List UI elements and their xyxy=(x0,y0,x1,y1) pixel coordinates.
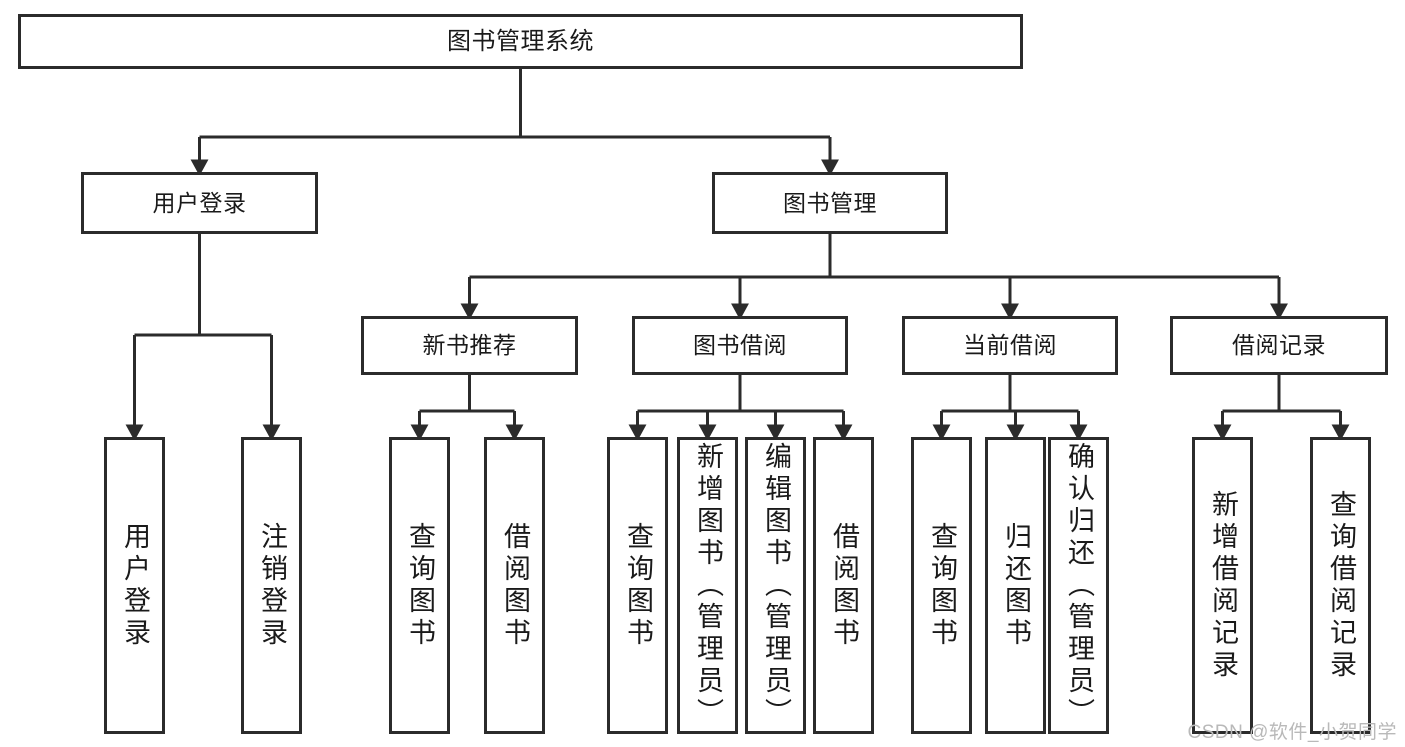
node-leaf-add-book-admin-label: 新增图书（管理员） xyxy=(693,441,723,730)
node-leaf-user-login[interactable]: 用户登录 xyxy=(104,437,165,734)
node-leaf-query-borrow-record[interactable]: 查询借阅记录 xyxy=(1310,437,1371,734)
node-leaf-add-book-admin[interactable]: 新增图书（管理员） xyxy=(677,437,738,734)
node-leaf-return-book[interactable]: 归还图书 xyxy=(985,437,1046,734)
node-borrow-record-label: 借阅记录 xyxy=(1232,332,1326,359)
node-leaf-logout-login[interactable]: 注销登录 xyxy=(241,437,302,734)
node-leaf-query-book-2[interactable]: 查询图书 xyxy=(607,437,668,734)
node-leaf-user-login-label: 用户登录 xyxy=(120,521,150,650)
node-root-label: 图书管理系统 xyxy=(447,27,594,55)
node-leaf-logout-login-label: 注销登录 xyxy=(257,521,287,650)
node-user-login-label: 用户登录 xyxy=(152,189,247,216)
node-leaf-query-book-3[interactable]: 查询图书 xyxy=(911,437,972,734)
node-leaf-add-borrow-record[interactable]: 新增借阅记录 xyxy=(1192,437,1253,734)
node-book-borrow[interactable]: 图书借阅 xyxy=(632,316,848,375)
node-current-borrow-label: 当前借阅 xyxy=(963,332,1057,359)
node-book-management-label: 图书管理 xyxy=(783,189,877,216)
node-leaf-return-book-label: 归还图书 xyxy=(1001,521,1031,650)
node-leaf-query-borrow-record-label: 查询借阅记录 xyxy=(1326,489,1356,682)
node-leaf-edit-book-admin[interactable]: 编辑图书（管理员） xyxy=(745,437,806,734)
node-leaf-borrow-book-2-label: 借阅图书 xyxy=(829,521,859,650)
node-leaf-query-book-2-label: 查询图书 xyxy=(623,521,653,650)
node-book-borrow-label: 图书借阅 xyxy=(693,332,787,359)
node-book-management[interactable]: 图书管理 xyxy=(712,172,948,234)
node-leaf-add-borrow-record-label: 新增借阅记录 xyxy=(1208,489,1238,682)
node-new-book-recommend-label: 新书推荐 xyxy=(422,332,517,359)
node-leaf-edit-book-admin-label: 编辑图书（管理员） xyxy=(761,441,791,730)
node-leaf-confirm-return-admin-label: 确认归还（管理员） xyxy=(1064,441,1094,730)
node-user-login[interactable]: 用户登录 xyxy=(81,172,318,234)
node-current-borrow[interactable]: 当前借阅 xyxy=(902,316,1118,375)
node-root[interactable]: 图书管理系统 xyxy=(18,14,1023,69)
node-new-book-recommend[interactable]: 新书推荐 xyxy=(361,316,578,375)
node-leaf-query-book-1-label: 查询图书 xyxy=(405,521,435,650)
node-leaf-confirm-return-admin[interactable]: 确认归还（管理员） xyxy=(1048,437,1109,734)
node-leaf-borrow-book-1-label: 借阅图书 xyxy=(500,521,530,650)
node-leaf-borrow-book-2[interactable]: 借阅图书 xyxy=(813,437,874,734)
node-leaf-query-book-1[interactable]: 查询图书 xyxy=(389,437,450,734)
node-borrow-record[interactable]: 借阅记录 xyxy=(1170,316,1388,375)
node-leaf-borrow-book-1[interactable]: 借阅图书 xyxy=(484,437,545,734)
watermark: CSDN @软件_小贺同学 xyxy=(1187,722,1397,743)
node-leaf-query-book-3-label: 查询图书 xyxy=(927,521,957,650)
